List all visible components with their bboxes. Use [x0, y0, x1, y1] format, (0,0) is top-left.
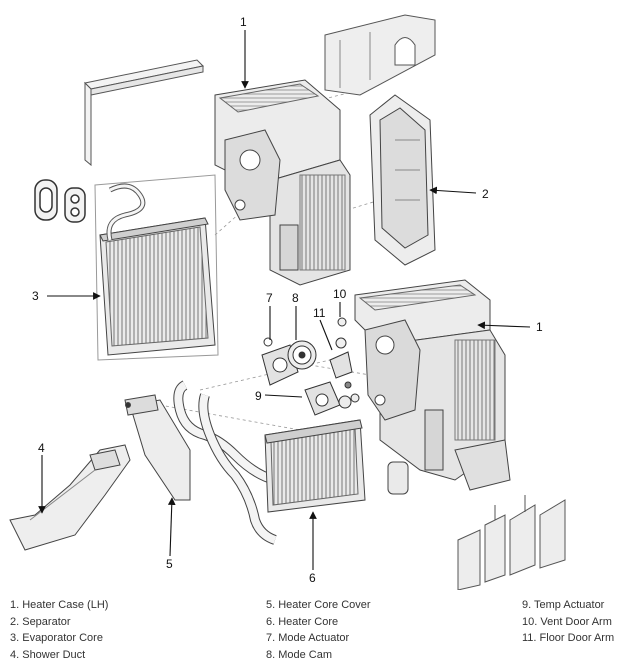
exploded-parts-diagram: 1 2 3 4 5 6 7 8 9 10 11 1: [9, 14, 566, 590]
legend-item: 10. Vent Door Arm: [522, 615, 612, 628]
separator: [369, 94, 436, 266]
legend-item: 8. Mode Cam: [266, 648, 333, 661]
back-panel: [324, 14, 436, 96]
callout-4: 4: [38, 441, 45, 455]
callout-9: 9: [255, 389, 262, 403]
callout-6: 6: [309, 571, 316, 585]
callout-2: 2: [482, 187, 489, 201]
pipe-gaskets: [34, 179, 86, 223]
callout-3: 3: [32, 289, 39, 303]
legend-item: 1. Heater Case (LH): [10, 599, 109, 611]
callout-7: 7: [266, 291, 273, 305]
callout-1-lower: 1: [536, 320, 543, 334]
legend-item: 3. Evaporator Core: [10, 632, 103, 644]
callout-8: 8: [292, 291, 299, 305]
legend-item: 9. Temp Actuator: [522, 599, 605, 611]
heater-core-cover: [124, 394, 191, 501]
legend-column-1: 1. Heater Case (LH) 2. Separator 3. Evap…: [10, 597, 108, 663]
actuator-parts: [261, 317, 360, 416]
heater-case-lh-upper: [214, 79, 351, 286]
callout-10: 10: [333, 287, 347, 301]
legend-item: 11. Floor Door Arm: [522, 632, 615, 644]
evaporator-core: [94, 174, 219, 361]
heater-core: [264, 419, 366, 513]
callout-leaders: [38, 30, 531, 570]
legend-item: 7. Mode Actuator: [266, 632, 350, 644]
callout-11: 11: [313, 306, 326, 320]
shower-duct: [9, 444, 131, 551]
legend-column-3: 9. Temp Actuator 10. Vent Door Arm 11. F…: [522, 597, 614, 647]
legend-item: 6. Heater Core: [266, 615, 339, 628]
legend-item: 5. Heater Core Cover: [266, 599, 371, 611]
separator-plate-top: [83, 59, 205, 167]
legend-item: 2. Separator: [10, 615, 71, 628]
callout-1-upper: 1: [240, 15, 247, 29]
legend-column-2: 5. Heater Core Cover 6. Heater Core 7. M…: [266, 597, 371, 663]
heater-core-pipes: [173, 380, 277, 545]
callout-5: 5: [166, 557, 173, 571]
lower-trim-pieces: [457, 495, 566, 590]
legend-item: 4. Shower Duct: [10, 648, 86, 661]
heater-case-lh-lower: [354, 279, 511, 495]
